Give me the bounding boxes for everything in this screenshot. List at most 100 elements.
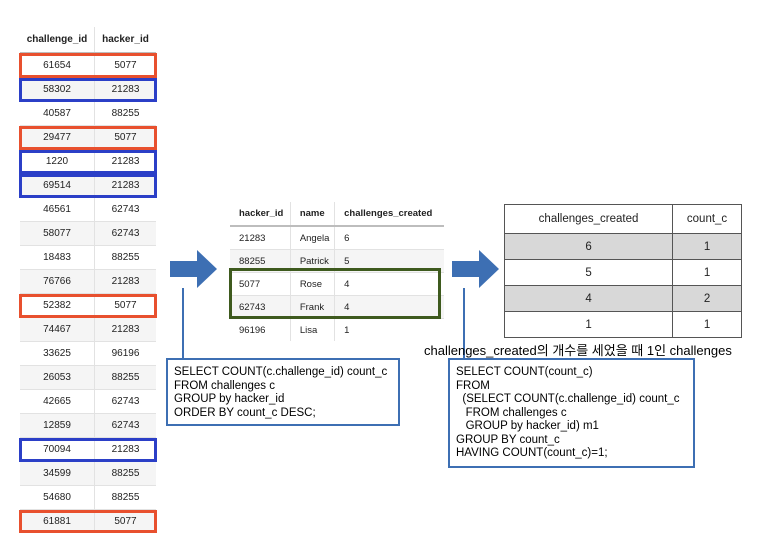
table-cell: 21283 xyxy=(94,173,156,198)
column-header: hacker_id xyxy=(230,202,291,227)
table-cell: 5077 xyxy=(94,125,156,150)
connector-line xyxy=(463,288,465,358)
table-cell: 12859 xyxy=(20,413,95,438)
table-cell: 21283 xyxy=(94,269,156,294)
table-cell: 26053 xyxy=(20,365,95,390)
table-cell: 1 xyxy=(672,259,742,286)
table-cell: 5077 xyxy=(230,272,291,296)
arrow-right-icon xyxy=(170,250,217,288)
table-cell: Lisa xyxy=(290,318,336,341)
table-cell: Angela xyxy=(290,225,336,250)
table-cell: 40587 xyxy=(20,101,95,126)
table-cell: 5077 xyxy=(94,52,156,78)
table-cell: 5077 xyxy=(94,509,156,533)
table-cell: 62743 xyxy=(94,197,156,222)
table-cell: 61654 xyxy=(20,52,95,78)
table-cell: 74467 xyxy=(20,317,95,342)
table-cell: 4 xyxy=(503,285,674,312)
table-cell: 88255 xyxy=(94,461,156,486)
table-cell: 4 xyxy=(334,295,444,319)
result-caption: challenges_created의 개수를 세었을 때 1인 challen… xyxy=(424,343,732,358)
table-cell: 1220 xyxy=(20,149,95,174)
arrow-right-icon xyxy=(452,250,499,288)
column-header: challenge_id xyxy=(20,27,95,54)
table-cell: 21283 xyxy=(94,317,156,342)
table-cell: 88255 xyxy=(94,485,156,510)
column-header: challenges_created xyxy=(334,202,444,227)
table-cell: 5077 xyxy=(94,293,156,318)
table-cell: 88255 xyxy=(94,365,156,390)
table-cell: 4 xyxy=(334,272,444,296)
table-cell: 62743 xyxy=(94,389,156,414)
table-cell: 5 xyxy=(503,259,674,286)
table-cell: 34599 xyxy=(20,461,95,486)
table-cell: 58302 xyxy=(20,77,95,102)
table-cell: 1 xyxy=(672,311,742,338)
table-cell: 1 xyxy=(334,318,444,341)
column-header: count_c xyxy=(672,204,742,234)
table-cell: 58077 xyxy=(20,221,95,246)
table-cell: Frank xyxy=(290,295,336,319)
table-cell: 29477 xyxy=(20,125,95,150)
table-cell: 6 xyxy=(503,233,674,260)
table-cell: 88255 xyxy=(94,101,156,126)
table-cell: 18483 xyxy=(20,245,95,270)
table-cell: 1 xyxy=(503,311,674,338)
table-cell: 70094 xyxy=(20,437,95,462)
table-cell: Patrick xyxy=(290,249,336,273)
table-cell: 96196 xyxy=(230,318,291,341)
connector-line xyxy=(182,288,184,358)
column-header: name xyxy=(290,202,336,227)
table-cell: 62743 xyxy=(94,413,156,438)
column-header: challenges_created xyxy=(503,204,674,234)
query-box-1: SELECT COUNT(c.challenge_id) count_c FRO… xyxy=(166,358,400,426)
table-cell: 2 xyxy=(672,285,742,312)
table-cell: 88255 xyxy=(94,245,156,270)
table-cell: 61881 xyxy=(20,509,95,533)
table-cell: 76766 xyxy=(20,269,95,294)
table-cell: 5 xyxy=(334,249,444,273)
table-cell: 21283 xyxy=(94,149,156,174)
table-cell: 21283 xyxy=(94,437,156,462)
table-cell: 21283 xyxy=(230,225,291,250)
table-cell: 46561 xyxy=(20,197,95,222)
query-box-2: SELECT COUNT(count_c) FROM (SELECT COUNT… xyxy=(448,358,695,468)
table-cell: 62743 xyxy=(230,295,291,319)
table-cell: 42665 xyxy=(20,389,95,414)
table-cell: 54680 xyxy=(20,485,95,510)
column-header: hacker_id xyxy=(94,27,156,54)
table-cell: 88255 xyxy=(230,249,291,273)
table-cell: Rose xyxy=(290,272,336,296)
table-cell: 6 xyxy=(334,225,444,250)
table-cell: 96196 xyxy=(94,341,156,366)
